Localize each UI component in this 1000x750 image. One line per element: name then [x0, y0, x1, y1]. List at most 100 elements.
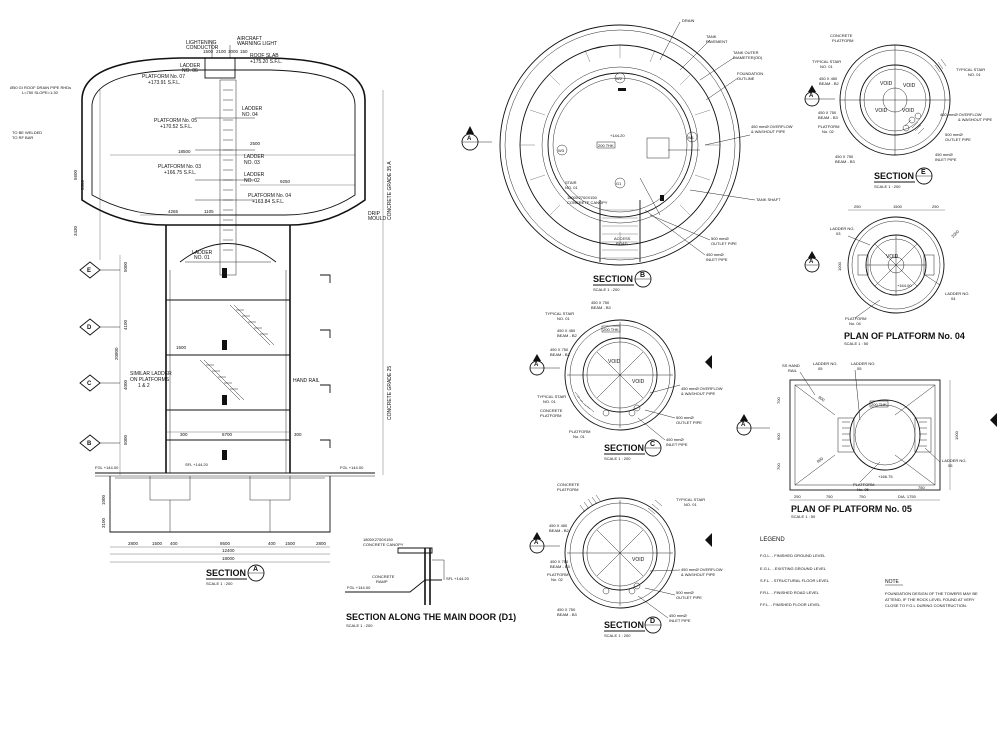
- plat5-din-1: 800: [817, 395, 826, 403]
- label-conductor: CONDUCTOR: [186, 45, 219, 51]
- sec-d-overflow: 450 mmØ OVERFLOW: [681, 567, 723, 572]
- sec-b-stair-2: NO. 01: [565, 185, 578, 190]
- plat4-v1: 1000: [837, 261, 842, 271]
- dim-top-3: 3000: [228, 49, 239, 54]
- platform-04-title-text: PLAN OF PLATFORM No. 04: [844, 331, 965, 341]
- sec-b-access: ACCESS: [614, 236, 631, 241]
- sec-c-platform: PLATFORM: [569, 429, 590, 434]
- sec-c-beam2b: BEAM - B2: [557, 333, 578, 338]
- sec-c-tag: 200 THK: [603, 327, 619, 332]
- dim-bot-5: 400: [268, 541, 276, 546]
- sec-b-drain: DRAIN: [682, 18, 695, 23]
- section-e-letter: E: [921, 169, 926, 176]
- section-d-scale: SCALE 1 : 200: [604, 633, 631, 638]
- sec-b-foundation: FOUNDATION: [737, 71, 763, 76]
- sec-c-overflow-2: & WASHOUT PIPE: [681, 391, 716, 396]
- plat5-tag: 200 THK: [871, 402, 887, 407]
- d1-sfl: SFL +144.20: [446, 576, 470, 581]
- plat5-din-3: 1000: [954, 430, 959, 440]
- section-b-letter: B: [640, 272, 645, 279]
- platform-04-title: PLAN OF PLATFORM No. 04 SCALE 1 : 50: [844, 331, 965, 346]
- plat5-dia: DIA. 1750: [898, 494, 917, 499]
- sec-e-typ-stair-b2: NO. 01: [968, 72, 981, 77]
- plat5-dv-1: 700: [776, 397, 781, 404]
- section-a-title: SECTION A SCALE 1 : 200: [206, 564, 265, 586]
- plat4-ladder-n: 03: [836, 231, 841, 236]
- marker-a-sec-d: A: [529, 532, 712, 554]
- svg-text:A: A: [534, 540, 539, 546]
- sec-c-beam3b: BEAM - B3: [550, 352, 571, 357]
- dim-v-5: 4100: [123, 319, 128, 330]
- note-line: ATTEND, IF THE ROCK LEVEL FOUND AT VERY: [885, 597, 975, 602]
- d1-fgl: FGL +144.00: [347, 585, 371, 590]
- sec-b-outlet: 500 mmØ: [711, 236, 729, 241]
- plat5-dbot-4: 750: [918, 485, 925, 490]
- sec-c-typ-stair-b2: NO. 01: [543, 399, 556, 404]
- d1-canopy-2: CONCRETE CANOPY: [363, 542, 404, 547]
- plat5-ladder3-n: 05: [948, 463, 953, 468]
- sec-b-w2: W3: [558, 148, 565, 153]
- sec-e-void-4: VOID: [903, 83, 916, 89]
- sec-c-beam1: 450 X 750: [591, 300, 610, 305]
- sec-b-outlet-2: OUTLET PIPE: [711, 241, 737, 246]
- plat5-ladder1-n: 05: [818, 366, 823, 371]
- svg-text:A: A: [467, 136, 472, 142]
- dim-total-1: 12400: [222, 548, 235, 553]
- plat5-platform: PLATFORM: [853, 482, 874, 487]
- dim-v-4: 5000: [123, 261, 128, 272]
- section-a-drawing: [81, 40, 384, 563]
- dim-total-2: 18000: [222, 556, 235, 561]
- legend-item: F.G.L. - FINISHED GROUND LEVEL: [760, 553, 826, 558]
- plat5-din-2: 800: [816, 455, 825, 463]
- label-ladder-03: LADDER: [244, 154, 265, 160]
- sec-b-pavement-2: PAVEMENT: [706, 39, 728, 44]
- sec-e-inlet-2: INLET PIPE: [935, 157, 957, 162]
- marker-b: B: [79, 434, 120, 452]
- label-welded-2: TO RF BAR: [12, 135, 33, 140]
- sec-b-tag: 200 THK: [598, 143, 614, 148]
- sec-b-w1: W2: [616, 76, 623, 81]
- label-similar-ladder-2: ON PLATFORMS: [130, 377, 170, 383]
- section-c-drawing: 200 THK VOID VOID: [564, 319, 681, 441]
- svg-text:C: C: [87, 381, 92, 387]
- label-ladder-01b: NO. 01: [194, 255, 210, 261]
- dim-v-10: 3100: [101, 517, 106, 528]
- platform-05-labels: SS HAND RAIL LADDER NO. 05 LADDER NO. 05…: [782, 361, 966, 492]
- section-d-title: SECTION D SCALE 1 : 200: [604, 616, 662, 638]
- sec-c-overflow: 450 mmØ OVERFLOW: [681, 386, 723, 391]
- sec-d-outlet: 500 mmØ: [676, 590, 694, 595]
- level-markers: E D C B: [79, 261, 331, 452]
- section-b-title: SECTION B SCALE 1 : 200: [593, 270, 652, 292]
- legend-item: F.R.L. - FINISHED ROAD LEVEL: [760, 590, 820, 595]
- platform-05-title-text: PLAN OF PLATFORM No. 05: [791, 504, 912, 514]
- plat5-dbot-2: 750: [826, 494, 833, 499]
- dim-h-4: 1105: [204, 209, 214, 214]
- sec-e-void-3: VOID: [875, 108, 888, 114]
- section-c-letter: C: [650, 441, 655, 448]
- section-d-letter: D: [650, 618, 655, 625]
- label-ladder-06b: NO. 06: [182, 68, 198, 74]
- sec-e-concrete-2: PLATFORM: [832, 38, 853, 43]
- sec-c-void-1: VOID: [608, 359, 621, 365]
- sec-c-inlet: 450 mmØ: [666, 437, 684, 442]
- section-e-labels: CONCRETE PLATFORM TYPICAL STAIR NO. 01 4…: [812, 33, 993, 164]
- legend-item: E.G.L. - EXISTING GROUND LEVEL: [760, 566, 827, 571]
- label-fgl-left: FGL +144.00: [95, 465, 119, 470]
- plat5-dv-2: 600: [776, 433, 781, 440]
- plat5-hand-rail-2: RAIL: [788, 368, 798, 373]
- label-drip: DRIP: [368, 211, 381, 217]
- section-c-title-text: SECTION: [604, 443, 644, 453]
- plat4-ladder2: LADDER NO.: [945, 291, 969, 296]
- plat5-dbot-1: 250: [794, 494, 801, 499]
- legend-item: S.F.L. - STRUCTURAL FLOOR LEVEL: [760, 578, 830, 583]
- section-c-labels: 450 X 750 BEAM - B3 TYPICAL STAIR NO. 01…: [537, 300, 723, 447]
- plat5-dv-3: 700: [776, 463, 781, 470]
- label-platform-07: PLATFORM No. 07: [142, 74, 185, 80]
- label-similar-ladder-3: 1 & 2: [138, 383, 150, 389]
- label-sfl: SFL +144.20: [185, 462, 209, 467]
- section-e-title: SECTION E SCALE 1 : 200: [874, 167, 933, 189]
- plat4-platform: PLATFORM: [845, 316, 866, 321]
- marker-a-plat4: A: [804, 251, 820, 273]
- label-drip-2: MOULD: [368, 216, 386, 222]
